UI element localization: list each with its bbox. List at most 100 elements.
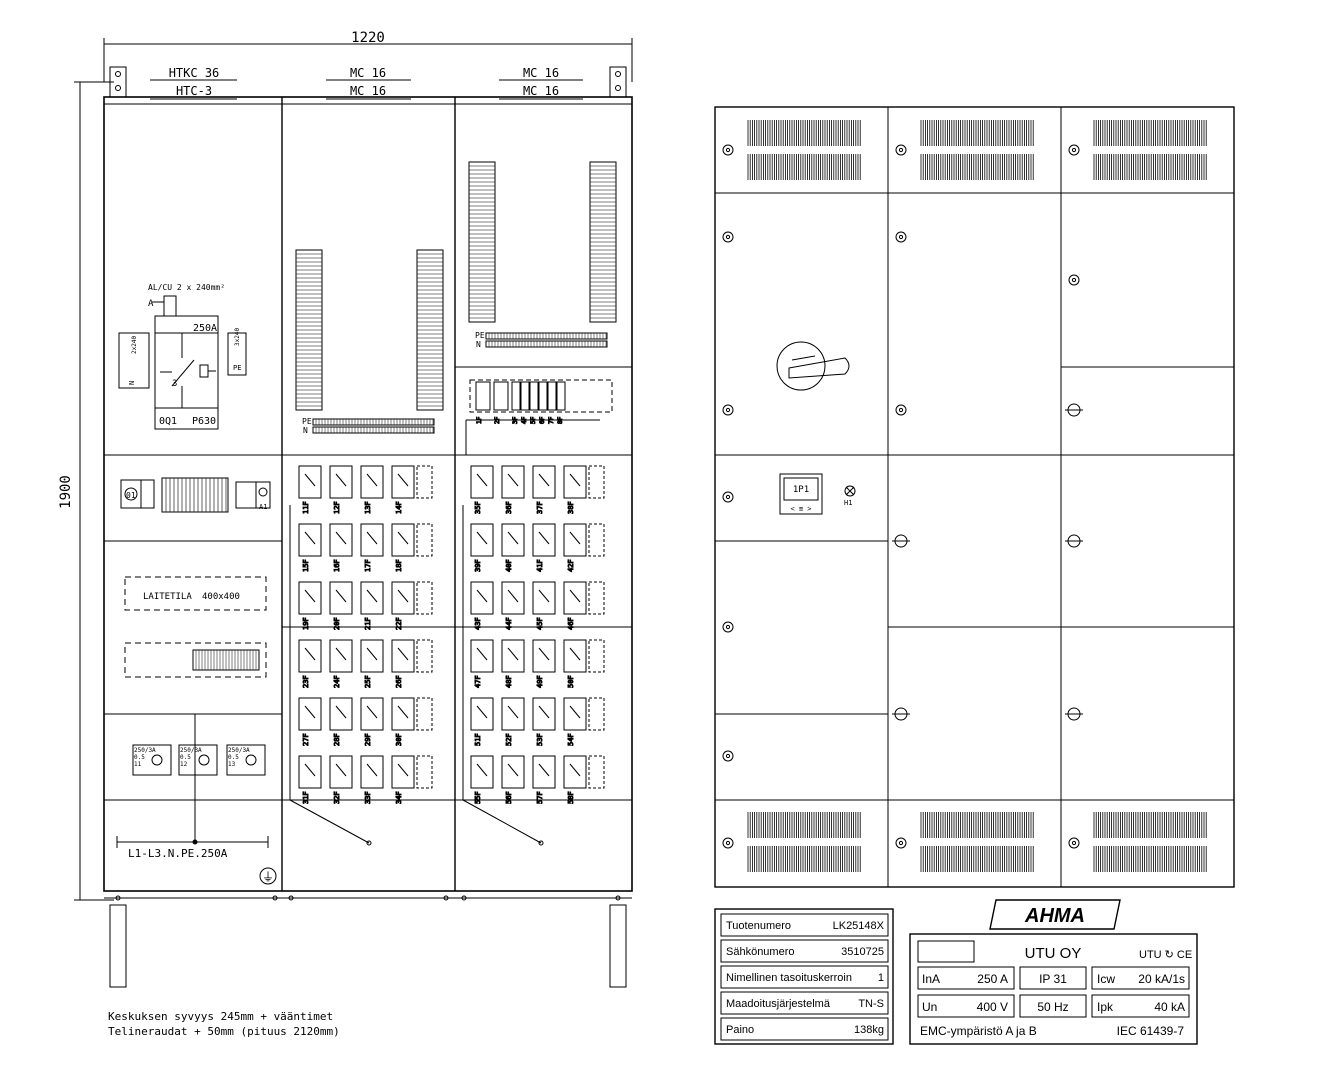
circuit-breaker <box>563 697 587 731</box>
fuse-rating: 250/3A <box>228 747 250 754</box>
spec-label: Sähkönumero <box>726 946 795 958</box>
indicator-instrument <box>779 473 823 515</box>
circuit-breaker <box>493 381 509 411</box>
ventilation-grilles <box>747 120 1207 872</box>
nameplate-frame <box>909 933 1198 1045</box>
circuit-breaker <box>501 755 525 789</box>
pe-label: PE <box>233 364 241 372</box>
breaker-toggle <box>304 473 316 487</box>
door-lock-core <box>725 407 731 413</box>
outgoing-cable-line <box>289 799 370 844</box>
circuit-breaker <box>391 523 415 557</box>
circuit-breaker <box>298 581 322 615</box>
n-bar <box>312 426 435 434</box>
breaker-toggle <box>538 647 550 661</box>
rating-key: InA <box>922 972 940 986</box>
rating-key: 50 Hz <box>1037 1000 1068 1014</box>
door-lock <box>722 750 734 762</box>
door-lock <box>1068 144 1080 156</box>
breaker-label: 46F <box>567 617 575 630</box>
spare-slot <box>416 755 433 789</box>
standard: IEC 61439-7 <box>1117 1024 1185 1038</box>
main-switch-handle-ring <box>776 341 826 391</box>
note-line: Telineraudat + 50mm (pituus 2120mm) <box>108 1025 340 1038</box>
door-lock <box>722 621 734 633</box>
circuit-breaker <box>470 581 494 615</box>
breaker-toggle <box>569 647 581 661</box>
spec-row <box>720 939 889 963</box>
breaker-label: 4F <box>521 416 528 424</box>
door-lock <box>895 231 907 243</box>
breaker-toggle <box>335 473 347 487</box>
spare-slot <box>588 581 605 615</box>
base-bolt <box>615 895 621 901</box>
base-bolt <box>272 895 278 901</box>
breaker-toggle <box>366 473 378 487</box>
cable-label: AL/CU 2 x 240mm² <box>148 283 225 292</box>
pe-bar-label: PE <box>475 331 485 340</box>
circuit-breaker <box>532 697 556 731</box>
breaker-toggle <box>569 531 581 545</box>
door-lock <box>895 837 907 849</box>
spec-row <box>720 965 889 989</box>
main-switch-designation: 0Q1 <box>159 416 177 427</box>
nameplate-cell <box>1019 966 1087 990</box>
circuit-breaker <box>360 465 384 499</box>
breaker-label: 27F <box>302 733 310 746</box>
rating-value: 250 A <box>977 972 1008 986</box>
nameplate <box>909 899 1198 1045</box>
rating-key: IP 31 <box>1039 972 1067 986</box>
circuit-breaker <box>360 523 384 557</box>
breaker-label: 38F <box>567 501 575 514</box>
door-lock <box>722 491 734 503</box>
breaker-toggle <box>304 763 316 777</box>
breaker-label: 39F <box>474 559 482 572</box>
front-view-labels: 1220 1900 HTKC 36 HTC-3 MC 16 MC 16 MC 1… <box>58 30 583 1038</box>
circuit-breaker <box>475 381 491 411</box>
indicator-display <box>783 477 819 501</box>
width-dimension-label: 1220 <box>351 30 385 46</box>
n-label: N <box>128 381 136 385</box>
handle-detail <box>791 355 816 361</box>
breaker-toggle <box>538 705 550 719</box>
indicator-sub-label: < ≡ > <box>790 505 811 513</box>
switch-coil <box>199 364 209 378</box>
spare-slot <box>588 697 605 731</box>
spec-row <box>720 1017 889 1041</box>
breaker-label: 13F <box>364 501 372 514</box>
spec-value: TN-S <box>858 998 884 1010</box>
door-lock <box>1068 274 1080 286</box>
breaker-label: 42F <box>567 559 575 572</box>
emc-environment: EMC-ympäristö A ja B <box>920 1024 1037 1038</box>
breaker-toggle <box>569 705 581 719</box>
circuit-breaker <box>298 639 322 673</box>
breaker-label: 12F <box>333 501 341 514</box>
circuit-breaker <box>298 697 322 731</box>
base-bolt <box>461 895 467 901</box>
fuse-disconnector <box>132 744 172 776</box>
n-bar-label: N <box>476 340 481 349</box>
breaker-toggle <box>397 589 409 603</box>
door-lock <box>722 231 734 243</box>
section-header-top: MC 16 <box>523 66 559 80</box>
fuse-disconnector <box>226 744 266 776</box>
breaker-label: 2F <box>494 416 501 424</box>
spare-slot <box>416 581 433 615</box>
breaker-strip-outline <box>469 379 613 413</box>
earth-terminal <box>259 867 277 885</box>
breaker-toggle <box>507 763 519 777</box>
breaker-toggle <box>569 473 581 487</box>
breaker-label: 55F <box>474 791 482 804</box>
current-transformer <box>255 481 271 509</box>
door-lock-core <box>725 234 731 240</box>
cable-node <box>366 840 372 846</box>
height-dimension-label: 1900 <box>58 475 74 509</box>
circuit-breaker <box>563 523 587 557</box>
circuit-breaker <box>298 465 322 499</box>
main-switch-cable-terminal <box>118 332 150 389</box>
circuit-breaker <box>329 465 353 499</box>
pole-count: 3 <box>172 379 177 389</box>
section-header-top: MC 16 <box>350 66 386 80</box>
nameplate-labels: AHMA UTU OY UTU ↻ CE InA 250 A IP 31 Icw… <box>920 905 1192 1038</box>
spare-slot <box>588 639 605 673</box>
